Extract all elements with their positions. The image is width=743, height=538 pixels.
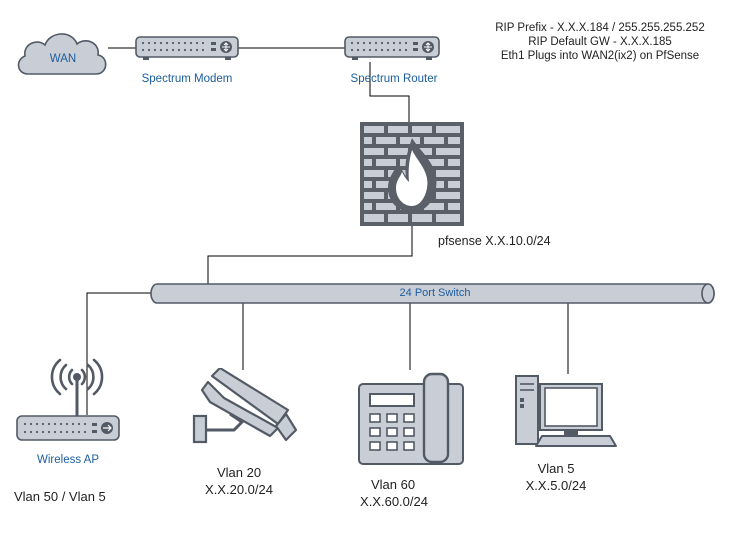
phone-subnet: X.X.60.0/24 — [360, 494, 428, 509]
rip-notes: RIP Prefix - X.X.X.184 / 255.255.255.252… — [475, 21, 725, 63]
modem-label: Spectrum Modem — [141, 73, 233, 85]
camera-subnet: X.X.20.0/24 — [205, 482, 273, 497]
wireless-ap-vlan: Vlan 50 / Vlan 5 — [14, 489, 106, 504]
modem-icon — [135, 36, 239, 60]
note-rip-gateway: RIP Default GW - X.X.X.185 — [528, 36, 672, 48]
workstation-vlan: Vlan 5 — [537, 461, 575, 476]
phone-icon — [358, 372, 464, 465]
workstation-subnet: X.X.5.0/24 — [525, 478, 587, 493]
camera-vlan: Vlan 20 — [216, 465, 262, 480]
router-icon — [344, 36, 440, 60]
firewall-icon — [360, 122, 464, 226]
switch-label: 24 Port Switch — [399, 287, 471, 299]
computer-icon — [515, 375, 617, 447]
cloud-icon — [17, 33, 107, 75]
wireless-ap-icon — [16, 358, 120, 441]
wireless-ap-label: Wireless AP — [37, 454, 99, 466]
router-label: Spectrum Router — [350, 73, 438, 85]
firewall-label: pfsense X.X.10.0/24 — [438, 234, 551, 248]
switch-icon — [150, 283, 715, 304]
camera-icon — [192, 368, 298, 444]
note-eth1: Eth1 Plugs into WAN2(ix2) on PfSense — [500, 50, 700, 62]
link-switch-ap — [86, 292, 152, 415]
link-firewall-switch — [207, 224, 413, 284]
wan-label: WAN — [49, 53, 77, 65]
phone-vlan: Vlan 60 — [370, 477, 416, 492]
link-router-firewall — [369, 62, 410, 122]
note-rip-prefix: RIP Prefix - X.X.X.184 / 255.255.255.252 — [495, 22, 705, 34]
